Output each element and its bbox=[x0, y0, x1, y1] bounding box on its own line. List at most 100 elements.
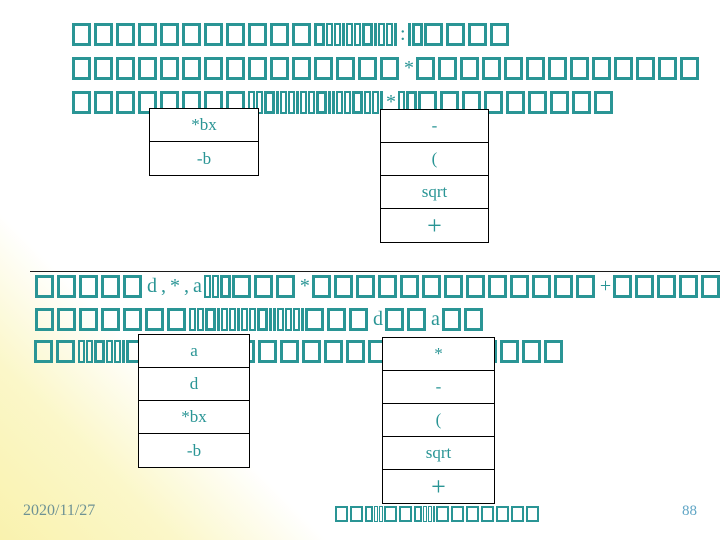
tofu-box bbox=[380, 57, 399, 80]
tofu-box bbox=[463, 308, 483, 331]
tofu-box bbox=[679, 275, 699, 298]
stack-cell: + bbox=[431, 471, 446, 501]
stack-cell: d bbox=[139, 368, 249, 401]
tofu-box bbox=[386, 23, 393, 46]
tofu-box bbox=[311, 275, 331, 298]
tofu-box bbox=[570, 57, 589, 80]
tofu-box bbox=[342, 23, 345, 46]
tofu-box bbox=[509, 275, 529, 298]
stack-cell: a bbox=[139, 335, 249, 368]
tofu-box bbox=[114, 340, 121, 363]
tofu-box bbox=[264, 91, 275, 114]
tofu-box bbox=[94, 91, 113, 114]
tofu-box bbox=[292, 57, 311, 80]
tofu-box bbox=[336, 57, 355, 80]
tofu-box bbox=[414, 506, 422, 522]
tofu-char: a bbox=[431, 308, 440, 330]
tofu-box bbox=[635, 275, 655, 298]
tofu-box bbox=[544, 340, 563, 363]
tofu-box bbox=[182, 23, 201, 46]
tofu-box bbox=[72, 57, 91, 80]
tofu-char: * bbox=[404, 57, 414, 79]
tofu-box bbox=[293, 308, 300, 331]
tofu-box bbox=[211, 275, 219, 298]
tofu-box bbox=[528, 91, 547, 114]
tofu-box bbox=[399, 506, 412, 522]
tofu-box bbox=[257, 308, 268, 331]
tofu-char: : bbox=[400, 23, 406, 45]
tofu-box bbox=[78, 340, 85, 363]
tofu-box bbox=[280, 91, 287, 114]
tofu-box bbox=[436, 506, 449, 522]
tofu-char: , bbox=[161, 275, 166, 297]
tofu-box bbox=[407, 308, 426, 331]
tofu-box bbox=[123, 308, 142, 331]
stack-cell: ( bbox=[381, 143, 488, 176]
tofu-box bbox=[553, 275, 573, 298]
tofu-char: * bbox=[170, 275, 180, 297]
tofu-box bbox=[226, 23, 245, 46]
tofu-box bbox=[346, 23, 353, 46]
tofu-box bbox=[57, 275, 76, 298]
tofu-box bbox=[308, 91, 315, 114]
tofu-box bbox=[327, 308, 346, 331]
tofu-box bbox=[394, 23, 397, 46]
tofu-box bbox=[334, 23, 341, 46]
tofu-box bbox=[248, 57, 267, 80]
tofu-box bbox=[182, 57, 201, 80]
tofu-box bbox=[300, 91, 307, 114]
tofu-box bbox=[219, 275, 231, 298]
tofu-box bbox=[658, 57, 677, 80]
tofu-box bbox=[550, 91, 569, 114]
tofu-box bbox=[116, 23, 135, 46]
tofu-char: + bbox=[599, 275, 612, 297]
tofu-box bbox=[122, 340, 125, 363]
tofu-char: d bbox=[147, 275, 157, 297]
tofu-box bbox=[203, 275, 211, 298]
tofu-char: a bbox=[193, 275, 202, 297]
tofu-box bbox=[72, 91, 91, 114]
tofu-box bbox=[277, 308, 284, 331]
stack-table-top-right: -(sqrt+ bbox=[380, 109, 489, 243]
tofu-box bbox=[237, 308, 240, 331]
tofu-box bbox=[487, 275, 507, 298]
stack-cell: - bbox=[383, 371, 494, 404]
tofu-box bbox=[86, 340, 93, 363]
tofu-box bbox=[489, 23, 509, 46]
tofu-box bbox=[326, 23, 333, 46]
tofu-box bbox=[314, 57, 333, 80]
tofu-box bbox=[423, 23, 443, 46]
tofu-box bbox=[204, 23, 223, 46]
tofu-box bbox=[270, 57, 289, 80]
tofu-box bbox=[350, 506, 363, 522]
title-text-line-1: : bbox=[72, 22, 512, 46]
stack-cell: -b bbox=[196, 148, 212, 168]
tofu-box bbox=[378, 23, 385, 46]
tofu-box bbox=[482, 57, 501, 80]
tofu-box bbox=[441, 308, 461, 331]
title-text-line-2: * bbox=[72, 56, 702, 80]
tofu-box bbox=[411, 23, 423, 46]
tofu-box bbox=[614, 57, 633, 80]
stack-cell: ( bbox=[383, 404, 494, 437]
tofu-box bbox=[526, 506, 539, 522]
title-text-line-3: * bbox=[72, 90, 616, 114]
tofu-box bbox=[94, 57, 113, 80]
tofu-box bbox=[57, 308, 76, 331]
tofu-box bbox=[79, 275, 98, 298]
tofu-box bbox=[377, 275, 397, 298]
tofu-box bbox=[314, 23, 325, 46]
tofu-box bbox=[288, 91, 295, 114]
tofu-char: * bbox=[386, 91, 396, 113]
tofu-box bbox=[451, 506, 464, 522]
tofu-box bbox=[35, 275, 54, 298]
tofu-box bbox=[106, 340, 113, 363]
tofu-box bbox=[346, 340, 365, 363]
tofu-box bbox=[572, 91, 591, 114]
tofu-box bbox=[333, 275, 353, 298]
tofu-box bbox=[467, 23, 487, 46]
tofu-box bbox=[167, 308, 186, 331]
tofu-box bbox=[358, 57, 377, 80]
tofu-box bbox=[484, 91, 503, 114]
